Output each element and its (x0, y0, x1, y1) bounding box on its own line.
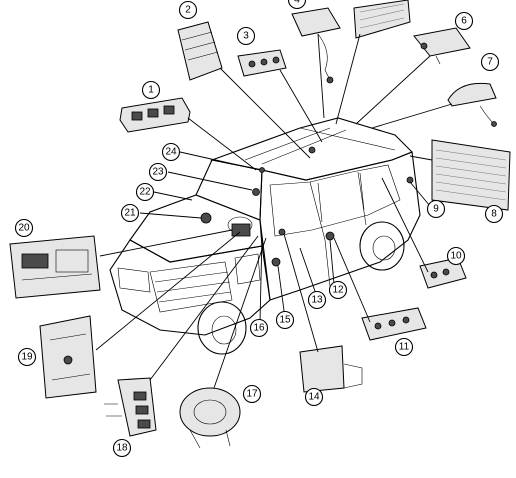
roof-component (308, 146, 316, 154)
switch-13 (325, 231, 335, 241)
callout-label: 3 (243, 31, 249, 42)
callout-label: 1 (148, 85, 154, 96)
module-4-part (291, 7, 341, 84)
callout-label: 20 (18, 223, 30, 234)
callout-18: 18 (112, 438, 132, 458)
switch-pack-10-part (419, 257, 467, 289)
callout-6: 6 (454, 11, 474, 31)
callout-label: 7 (487, 57, 493, 68)
switch-column-18-part (104, 377, 157, 437)
callout-16: 16 (249, 318, 269, 338)
callout-label: 14 (308, 392, 320, 403)
leader-lines (95, 33, 453, 389)
control-module-2-part (177, 21, 223, 81)
callout-label: 13 (311, 295, 323, 306)
component-near-20 (231, 223, 251, 237)
callout-2: 2 (178, 0, 198, 20)
callout-3: 3 (236, 26, 256, 46)
component-9 (406, 176, 414, 184)
callout-label: 17 (246, 389, 258, 400)
callout-22: 22 (135, 182, 155, 202)
callout-label: 22 (139, 187, 151, 198)
switch-pack-3-part (237, 49, 287, 77)
clockspring-17-part (179, 387, 241, 449)
sensor-24 (259, 167, 265, 173)
callout-label: 23 (152, 167, 164, 178)
callout-label: 15 (279, 315, 291, 326)
sensor-23 (252, 188, 260, 196)
callout-10: 10 (446, 246, 466, 266)
speaker-21 (200, 212, 212, 224)
callout-12: 12 (328, 280, 348, 300)
callout-label: 18 (116, 443, 128, 454)
callout-7: 7 (480, 52, 500, 72)
antenna-7-part (447, 82, 497, 127)
callout-15: 15 (275, 310, 295, 330)
callout-21: 21 (120, 203, 140, 223)
control-module-19-part (39, 315, 97, 399)
callout-11: 11 (394, 337, 414, 357)
switch-pack-1-part (119, 97, 191, 133)
callout-20: 20 (14, 218, 34, 238)
callout-label: 24 (165, 147, 177, 158)
callout-label: 12 (332, 285, 344, 296)
callout-23: 23 (148, 162, 168, 182)
callout-13: 13 (307, 290, 327, 310)
switch-pack-11-part (361, 307, 427, 341)
callout-label: 21 (124, 208, 136, 219)
callout-14: 14 (304, 387, 324, 407)
callout-label: 6 (461, 16, 467, 27)
callout-9: 9 (426, 199, 446, 219)
callout-19: 19 (17, 347, 37, 367)
callout-label: 2 (185, 5, 191, 16)
callout-label: 19 (21, 352, 33, 363)
callout-8: 8 (484, 204, 504, 224)
callout-4: 4 (287, 0, 307, 10)
callout-label: 10 (450, 251, 462, 262)
callout-label: 11 (399, 342, 410, 353)
panel-5-part (353, 0, 411, 39)
audio-unit-20-part (9, 235, 101, 299)
speaker-15 (271, 257, 281, 267)
callout-1: 1 (141, 80, 161, 100)
callout-label: 4 (294, 0, 300, 6)
callout-label: 9 (433, 204, 439, 215)
callout-17: 17 (242, 384, 262, 404)
callout-label: 8 (491, 209, 497, 220)
small-components (200, 146, 414, 267)
module-6-part (413, 27, 471, 65)
callout-label: 16 (253, 323, 265, 334)
rear-screen-8-part (431, 139, 511, 211)
component-14-mount (278, 228, 286, 236)
module-14-part (299, 345, 363, 393)
callout-24: 24 (161, 142, 181, 162)
